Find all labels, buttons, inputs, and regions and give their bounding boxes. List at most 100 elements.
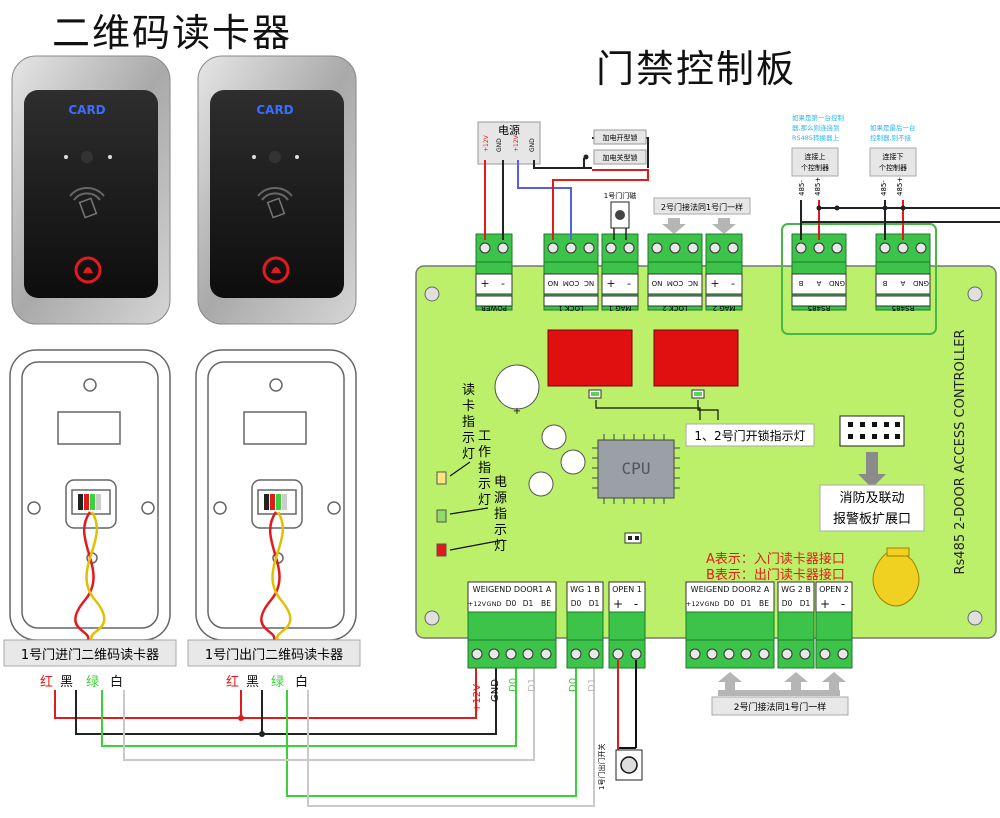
reader-entry-photo (11, 55, 171, 325)
indicator-labels: 读 卡 指 示 灯 工 作 指 示 灯 电 源 指 示 灯 (462, 383, 507, 554)
top-terminal-screws (479, 242, 927, 254)
pin-rs485-1-gnd: GND (829, 279, 845, 287)
bottom-terminal-screws (471, 648, 849, 660)
connect-next-label-2: 个控制器 (879, 163, 907, 172)
svg-text:源: 源 (494, 491, 507, 506)
exit-reader-caption: 1号门出门二维码读卡器 (205, 648, 343, 663)
pin-rs485-1-a: A (816, 279, 821, 287)
svg-text:作: 作 (478, 445, 491, 460)
svg-text:+12V: +12V (513, 134, 520, 152)
wire-red-label-1: 红 (40, 674, 53, 690)
pin-rs485-2-a: A (900, 279, 905, 287)
svg-text:D0: D0 (571, 599, 582, 608)
svg-text:+12V: +12V (472, 684, 483, 712)
bottom-wire-labels: +12V GND D0 D1 D0 D1 (472, 678, 598, 712)
svg-text:读: 读 (462, 383, 475, 398)
power-led (436, 543, 447, 557)
pin-rs485-1-b: B (798, 279, 803, 287)
cpu-chip (597, 439, 675, 499)
wire-green-label-1: 绿 (86, 675, 99, 690)
door-magnet-label: 1号门门磁 (604, 191, 636, 200)
wire-red-label-2: 红 (226, 674, 239, 690)
door2-bottom-arrows (718, 672, 846, 696)
label-mag2: MAG 2 (713, 304, 736, 312)
svg-text:指: 指 (494, 507, 507, 522)
reader-entry-connector (78, 494, 101, 510)
entry-reader-caption: 1号门进门二维码读卡器 (21, 648, 159, 663)
pin-lock2-com: COM (667, 279, 683, 287)
connect-next-label-1: 连接下 (883, 152, 904, 161)
relay-1 (547, 329, 633, 387)
svg-text:+12V: +12V (483, 134, 490, 152)
label-wg-door2: WEIGEND DOOR2 A (691, 585, 770, 594)
svg-text:GND: GND (529, 138, 536, 152)
b-note: B表示：出门读卡器接口 (706, 567, 845, 583)
pin-lock1-com: COM (563, 279, 579, 287)
work-led (436, 509, 447, 523)
svg-text:+: + (613, 597, 623, 611)
lock-open-type-label: 加电开型锁 (603, 133, 638, 142)
svg-text:D0: D0 (568, 678, 579, 692)
svg-text:-: - (634, 597, 638, 611)
svg-text:+: + (820, 597, 830, 611)
rs485-highlight (781, 223, 937, 335)
label-power: POWER (481, 304, 507, 312)
wire-black-label-2: 黑 (246, 675, 259, 690)
svg-text:BE: BE (541, 599, 551, 608)
rs485-note-last: 如果是最后一台 (870, 123, 916, 132)
svg-text:485-: 485- (880, 180, 888, 196)
board-title: 门禁控制板 (596, 47, 797, 91)
svg-text:D1: D1 (587, 678, 598, 692)
bottom-terminals (467, 581, 853, 669)
label-lock1: LOCK 1 (558, 304, 583, 312)
exit-button-label: 1号门出门开关 (597, 744, 606, 790)
reader-exit-connector (264, 494, 287, 510)
svg-text:D1: D1 (741, 599, 752, 608)
svg-text:灯: 灯 (494, 539, 507, 554)
svg-text:485+: 485+ (814, 177, 822, 196)
wire-white-label-2: 白 (295, 674, 308, 690)
pin-rs485-2-gnd: GND (913, 279, 929, 287)
pin-lock1-no: NO (547, 279, 558, 287)
wire-white-label-1: 白 (110, 674, 123, 690)
connect-prev-label-1: 连接上 (805, 152, 826, 161)
connect-prev-label-2: 个控制器 (801, 163, 829, 172)
svg-text:485-: 485- (798, 180, 806, 196)
svg-text:工: 工 (478, 429, 491, 444)
svg-text:RS485转换器上: RS485转换器上 (792, 133, 840, 142)
pin-mag2-minus: - (731, 277, 735, 290)
label-wg1b: WG 1 B (570, 585, 600, 594)
svg-text:卡: 卡 (462, 399, 475, 414)
svg-text:D0: D0 (506, 599, 517, 608)
svg-text:D1: D1 (800, 599, 811, 608)
svg-text:示: 示 (494, 523, 507, 538)
wire-green-label-2: 绿 (271, 675, 284, 690)
fire-alarm-label-2: 报警板扩展口 (833, 511, 911, 527)
reader-exit-outline (195, 349, 357, 641)
pin-mag1-minus: - (627, 277, 631, 290)
reader-card-text-1: CARD (68, 103, 105, 117)
svg-text:灯: 灯 (462, 447, 475, 462)
svg-text:灯: 灯 (478, 493, 491, 508)
svg-text:+: + (513, 406, 521, 417)
label-rs485-2: RS485 (892, 304, 915, 312)
door2-top-note: 2号门接法同1号门一样 (661, 202, 743, 212)
svg-text:控制器,则不接: 控制器,则不接 (870, 133, 912, 142)
relay-2 (653, 329, 739, 387)
read-card-led (436, 471, 447, 485)
svg-text:D0: D0 (782, 599, 793, 608)
label-wg2b: WG 2 B (781, 585, 811, 594)
svg-text:D1: D1 (523, 599, 534, 608)
unlock-led-label: 1、2号门开锁指示灯 (694, 428, 805, 443)
svg-text:BE: BE (759, 599, 769, 608)
power-supply (477, 121, 541, 165)
svg-text:示: 示 (478, 477, 491, 492)
svg-text:指: 指 (462, 415, 475, 430)
svg-text:电: 电 (494, 475, 507, 490)
svg-text:器,那么则连接到: 器,那么则连接到 (792, 123, 840, 132)
label-open2: OPEN 2 (819, 585, 849, 594)
cpu-label: CPU (622, 459, 651, 478)
svg-text:485+: 485+ (896, 177, 904, 196)
a-note: A表示：入门读卡器接口 (706, 551, 845, 567)
